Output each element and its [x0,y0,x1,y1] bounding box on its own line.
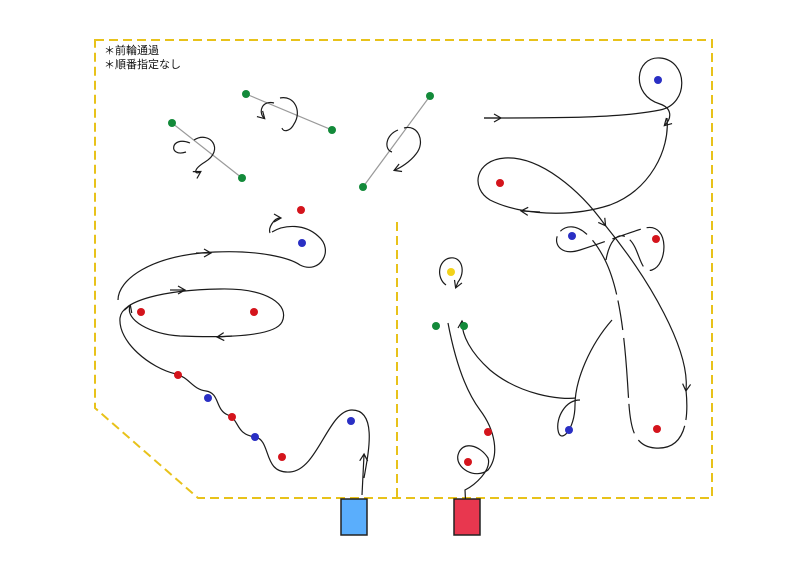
green-cone [328,126,336,134]
red-cone [464,458,472,466]
blue-cone [565,426,573,434]
note-no-order: ＊順番指定なし [104,58,181,71]
start-box [340,498,368,536]
left-arrow-back [215,332,233,342]
green-cone [460,322,468,330]
yellow-turn-arrow [439,257,463,290]
right-long-loop-1 [604,224,692,393]
start-arrow [359,452,369,496]
red-cone [652,235,660,243]
red-cone [278,453,286,461]
right-mid-loop [477,117,668,227]
blue-cone [298,239,306,247]
right-top-loop [483,57,683,127]
red-cone [496,179,504,187]
cones-group [137,76,662,466]
red-cone [174,371,182,379]
rotation-arrow-1 [173,136,216,173]
right-long-loop-2 [556,226,688,449]
red-cone [137,308,145,316]
course-boundary [94,39,713,499]
gate-line-1 [171,122,243,179]
red-cone [250,308,258,316]
red-cone [653,425,661,433]
rotation-arrow-3 [386,126,421,170]
green-cone [426,92,434,100]
right-bottom-path [447,322,496,513]
left-slalom-path [119,288,370,479]
left-upper-loop-path [117,225,326,301]
green-cone [168,119,176,127]
red-cone [297,206,305,214]
green-cone [359,183,367,191]
green-cone [432,322,440,330]
rotation-arrow-2 [261,97,298,132]
green-cone [242,90,250,98]
right-lower-path [462,320,613,437]
blue-cone [654,76,662,84]
blue-cone [347,417,355,425]
blue-cone [568,232,576,240]
red-cone [484,428,492,436]
left-arrow-1 [269,213,283,234]
finish-box [453,498,481,536]
green-cone [238,174,246,182]
gate-line-3 [362,95,431,188]
red-cone [228,413,236,421]
blue-cone [204,394,212,402]
blue-cone [251,433,259,441]
note-front-wheel: ＊前輪通過 [104,44,159,57]
gate-line-2 [245,93,333,131]
yellow-cone [447,268,455,276]
right-arrow-mid [519,206,541,216]
